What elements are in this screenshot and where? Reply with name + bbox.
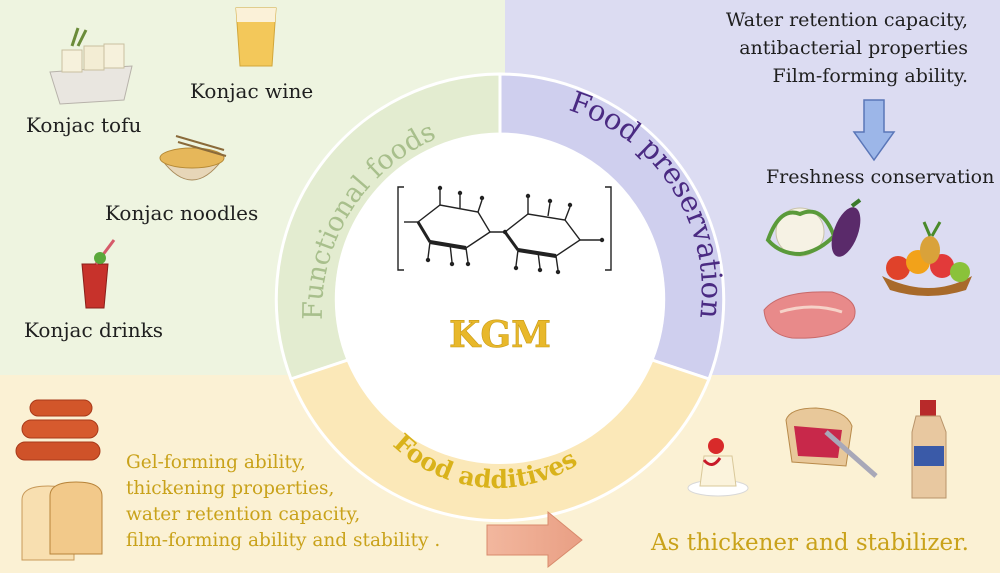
vegetables-icon (765, 198, 862, 257)
freshness-conservation-label: Freshness conservation (766, 166, 995, 188)
fruit-basket-icon (882, 221, 972, 296)
kgm-molecule-structure (397, 186, 612, 271)
wine-glass-icon (235, 7, 277, 67)
pudding-icon (687, 438, 749, 497)
center-circle (335, 134, 665, 464)
right-arrow-icon (486, 510, 583, 569)
noodle-bowl-icon (159, 135, 227, 181)
tofu-icon (49, 27, 133, 105)
label-konjac-wine: Konjac wine (190, 79, 314, 103)
dressing-bottle-icon (911, 400, 947, 499)
kgm-molecule-atoms (425, 185, 605, 275)
preservation-properties: Water retention capacity, antibacterial … (725, 9, 968, 87)
kgm-title: KGM (449, 314, 551, 356)
label-konjac-noodles: Konjac noodles (105, 201, 259, 225)
thickener-stabilizer-label: As thickener and stabilizer. (651, 530, 969, 556)
raw-meat-icon (763, 291, 856, 339)
down-arrow-icon (852, 99, 896, 162)
sausages-icon (15, 399, 101, 461)
juice-glass-icon (81, 239, 116, 309)
additives-properties: Gel-forming ability, thickening properti… (126, 452, 441, 551)
bread-icon (21, 481, 103, 561)
jam-toast-icon (785, 407, 878, 478)
label-konjac-drinks: Konjac drinks (24, 318, 164, 342)
label-konjac-tofu: Konjac tofu (26, 113, 142, 137)
